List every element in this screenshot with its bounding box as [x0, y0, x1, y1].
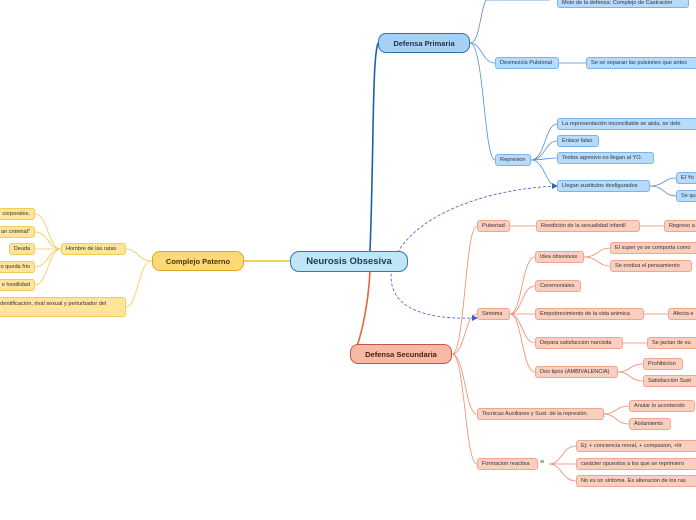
represion-item-2[interactable]: Enlace falso	[557, 135, 599, 147]
represion-item-3[interactable]: Textos agresivo no llegan al YO.	[557, 152, 654, 164]
formacion-child-1[interactable]: Ej: + conciencia moral, + compasion, +li…	[576, 440, 696, 452]
hombre-ratas-node[interactable]: Hombre de las ratas	[61, 243, 126, 255]
list-icon[interactable]: ≡	[540, 459, 545, 466]
formacion-child-3[interactable]: No es un sintoma. Es alteracion de los r…	[576, 475, 696, 487]
sustitutos-child-1[interactable]: El Yo	[676, 172, 696, 184]
pubertad-grandchild-node[interactable]: Regreso a	[664, 220, 696, 232]
defensa-primaria-topic[interactable]: Defensa Primaria	[378, 33, 470, 53]
ideas-child-2[interactable]: Se erotiza el pensamiento	[610, 260, 692, 272]
ideas-obsesivas-node[interactable]: Idea obsesivas	[535, 251, 584, 263]
paterno-item-6[interactable]: identificacion, rival sexual y perturbad…	[0, 297, 126, 317]
pubertad-node[interactable]: Pubertad	[477, 220, 510, 232]
sustitutos-child-2[interactable]: Se qu	[676, 190, 696, 202]
empobrecimiento-child[interactable]: Afecta e	[668, 308, 696, 320]
ceremoniales-node[interactable]: Ceremoniales	[535, 280, 581, 292]
desmezcla-node[interactable]: Desmezcla Pulsional	[495, 57, 559, 69]
pubertad-child-node[interactable]: Reedición de la sexualidad infantil	[536, 220, 640, 232]
paterno-item-2[interactable]: an criminal"	[0, 226, 35, 238]
formacion-reactiva-node[interactable]: Formacion reactiva	[477, 458, 538, 470]
dos-tipos-node[interactable]: Dos tipos (AMBIVALENCIA)	[535, 366, 618, 378]
represion-item-4[interactable]: Llegan sustitutos desfigurados	[557, 180, 650, 192]
depara-child[interactable]: Se jactan de su	[647, 337, 696, 349]
desmezcla-child-node[interactable]: Se se separan las pulsiones que antes	[586, 57, 696, 69]
tecnicas-child-2[interactable]: Aislamiento	[629, 418, 671, 430]
defensa-secundaria-topic[interactable]: Defensa Secundaria	[350, 344, 452, 364]
tecnicas-node[interactable]: Tecnicas Auxiliares y Sust. de la repres…	[477, 408, 604, 420]
formacion-child-2[interactable]: carácter opuestos a los que se reprimier…	[576, 458, 696, 470]
ideas-child-1[interactable]: El super yo se comporta como	[610, 242, 696, 254]
paterno-item-4[interactable]: o queda frio	[0, 261, 35, 273]
empobrecimiento-node[interactable]: Empobrecimiento de la vida animica	[535, 308, 644, 320]
complejo-paterno-topic[interactable]: Complejo Paterno	[152, 251, 244, 271]
paterno-item-1[interactable]: corporales.	[0, 208, 35, 220]
motor-defensa-node[interactable]: Moto de la defensa: Complejo de Castraci…	[557, 0, 689, 8]
represion-item-1[interactable]: La representación inconciliable se aisla…	[557, 118, 696, 130]
tecnicas-child-1[interactable]: Anular lo acontecido	[629, 400, 695, 412]
dos-tipos-child-1[interactable]: Prohibicion	[643, 358, 683, 370]
depara-node[interactable]: Depara satisfaccion narcisita	[535, 337, 623, 349]
paterno-item-5[interactable]: e hostilidad	[0, 279, 35, 291]
sintoma-node[interactable]: Sintoma	[477, 308, 510, 320]
dos-tipos-child-2[interactable]: Satisfacción Sust	[643, 375, 696, 387]
represion-node[interactable]: Represion	[495, 154, 531, 166]
root-topic[interactable]: Neurosis Obsesiva	[290, 251, 408, 272]
paterno-item-3[interactable]: Deuda	[9, 243, 35, 255]
